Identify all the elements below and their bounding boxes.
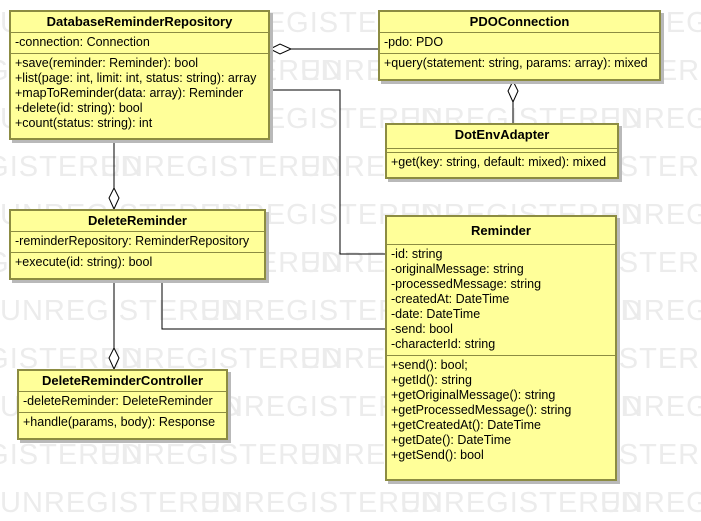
operation: +execute(id: string): bool	[15, 255, 153, 269]
operations-section: +send(): bool; +getId(): string +getOrig…	[387, 355, 615, 466]
deletereminder-controller-aggregation-diamond	[108, 346, 120, 371]
operation: +get(key: string, default: mixed): mixed	[391, 155, 607, 169]
operation: +mapToReminder(data: array): Reminder	[15, 86, 244, 100]
repo-reminder-association-line	[270, 89, 385, 255]
class-pdo-connection[interactable]: PDOConnection -pdo: PDO +query(statement…	[378, 10, 661, 81]
class-name: DeleteReminderController	[41, 373, 204, 388]
attributes-section: -deleteReminder: DeleteReminder	[19, 391, 226, 412]
operation: +handle(params, body): Response	[23, 415, 216, 429]
attribute: -id: string	[391, 247, 443, 261]
attributes-section: -connection: Connection	[11, 32, 268, 53]
operations-section: +save(reminder: Reminder): bool +list(pa…	[11, 53, 268, 134]
attribute: -connection: Connection	[15, 35, 150, 49]
class-name: DeleteReminder	[88, 213, 187, 228]
attribute: -originalMessage: string	[391, 262, 524, 276]
attribute: -characterId: string	[391, 337, 496, 351]
class-delete-reminder[interactable]: DeleteReminder -reminderRepository: Remi…	[9, 209, 266, 280]
class-name: DotEnvAdapter	[454, 127, 550, 142]
attribute: -pdo: PDO	[384, 35, 444, 49]
attribute: -createdAt: DateTime	[391, 292, 510, 306]
class-database-reminder-repository[interactable]: DatabaseReminderRepository -connection: …	[9, 10, 270, 140]
attribute: -reminderRepository: ReminderRepository	[15, 234, 250, 248]
operations-section: +query(statement: string, params: array)…	[380, 53, 659, 74]
class-dotenv-adapter[interactable]: DotEnvAdapter +get(key: string, default:…	[385, 123, 619, 179]
attributes-section: -reminderRepository: ReminderRepository	[11, 231, 264, 252]
repo-deletereminder-aggregation-diamond	[108, 186, 120, 211]
operation: +list(page: int, limit: int, status: str…	[15, 71, 257, 85]
attribute: -processedMessage: string	[391, 277, 542, 291]
class-name: Reminder	[471, 223, 531, 238]
operations-section: +handle(params, body): Response	[19, 412, 226, 433]
class-name: PDOConnection	[469, 14, 570, 29]
deletereminder-reminder-association-line	[161, 280, 385, 330]
operation: +query(statement: string, params: array)…	[384, 56, 648, 70]
attributes-section: -id: string -originalMessage: string -pr…	[387, 244, 615, 355]
operation: +getCreatedAt(): DateTime	[391, 418, 541, 432]
attribute: -date: DateTime	[391, 307, 481, 321]
class-reminder[interactable]: Reminder -id: string -originalMessage: s…	[385, 215, 617, 481]
repo-pdo-aggregation-diamond	[268, 43, 293, 55]
operation: +save(reminder: Reminder): bool	[15, 56, 199, 70]
operation: +send(): bool;	[391, 358, 468, 372]
operation: +getSend(): bool	[391, 448, 484, 462]
operations-section: +get(key: string, default: mixed): mixed	[387, 152, 617, 173]
operation: +getProcessedMessage(): string	[391, 403, 572, 417]
attributes-section: -pdo: PDO	[380, 32, 659, 53]
attribute: -send: bool	[391, 322, 453, 336]
attribute: -deleteReminder: DeleteReminder	[23, 394, 213, 408]
operation: +count(status: string): int	[15, 116, 153, 130]
operation: +getDate(): DateTime	[391, 433, 512, 447]
pdo-dotenv-aggregation-diamond	[507, 79, 519, 104]
class-delete-reminder-controller[interactable]: DeleteReminderController -deleteReminder…	[17, 369, 228, 440]
operation: +getOriginalMessage(): string	[391, 388, 556, 402]
operation: +delete(id: string): bool	[15, 101, 143, 115]
class-name: DatabaseReminderRepository	[46, 14, 233, 29]
operation: +getId(): string	[391, 373, 472, 387]
attributes-section	[387, 148, 617, 152]
operations-section: +execute(id: string): bool	[11, 252, 264, 273]
